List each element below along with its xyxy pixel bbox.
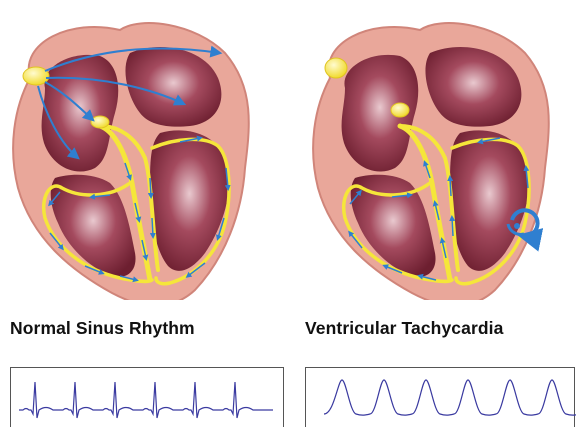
- ecg-strip-normal-sinus: [10, 367, 284, 427]
- ecg-trace-ventricular-tachycardia: [306, 368, 576, 428]
- av-node: [391, 103, 409, 117]
- hearts-figure: [0, 0, 582, 300]
- caption-ventricular-tachycardia: Ventricular Tachycardia: [305, 318, 503, 339]
- sa-node: [325, 58, 347, 78]
- ecg-strip-ventricular-tachycardia: [305, 367, 575, 427]
- caption-normal-sinus: Normal Sinus Rhythm: [10, 318, 195, 339]
- heart-normal-sinus: [13, 23, 249, 300]
- ecg-trace-normal-sinus: [11, 368, 285, 428]
- heart-ventricular-tachycardia: [313, 23, 549, 300]
- av-node: [91, 116, 109, 128]
